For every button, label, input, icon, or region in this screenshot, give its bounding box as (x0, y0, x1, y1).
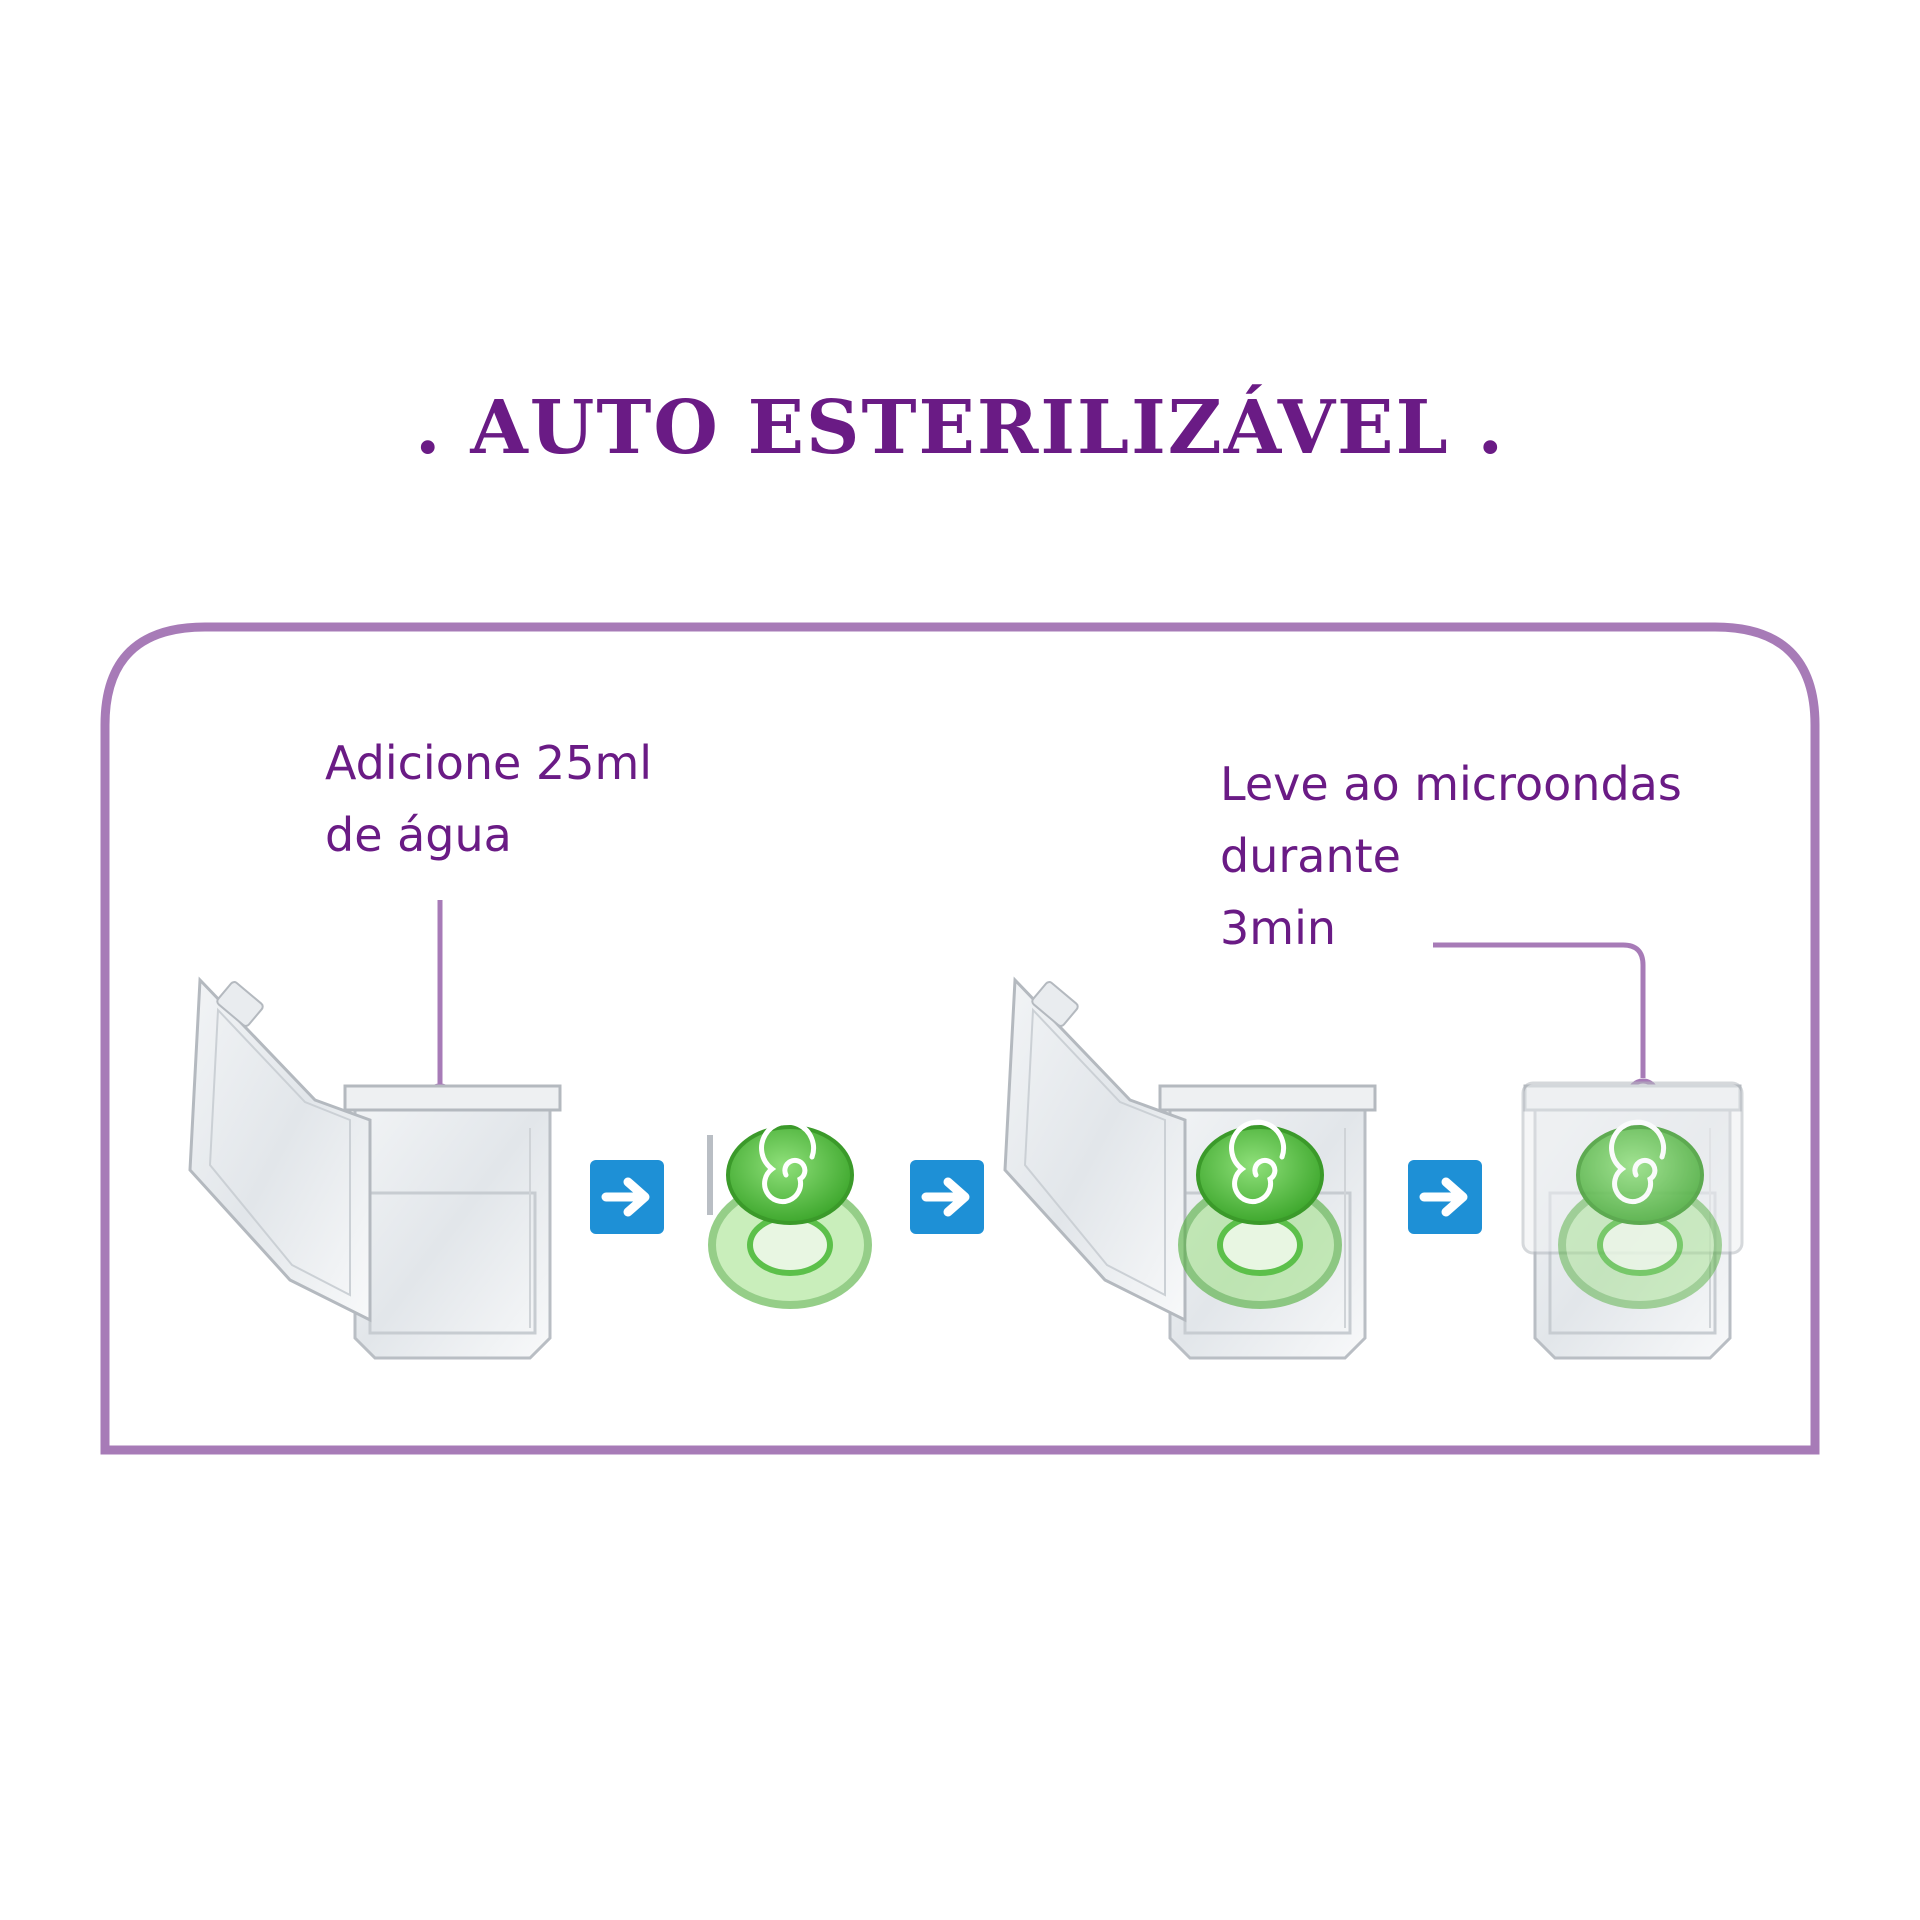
step-label-line: de água (325, 808, 512, 862)
arrow-right-icon (910, 1160, 984, 1234)
box-lid-icon (188, 978, 372, 1322)
step-label-microwave: Leve ao microondas durante 3min (1220, 748, 1682, 964)
pacifier-icon (1562, 1122, 1718, 1305)
arrow-right-icon (1408, 1160, 1482, 1234)
page-title: . AUTO ESTERILIZÁVEL . (414, 385, 1506, 471)
step-label-add-water: Adicione 25ml de água (325, 727, 652, 871)
box-lid-icon (1003, 978, 1187, 1322)
panel-border (100, 622, 1820, 1455)
pacifier-box-open-icon (343, 1084, 562, 1360)
step-label-line: durante (1220, 829, 1401, 883)
pacifier-icon (707, 1122, 868, 1305)
step-label-line: 3min (1220, 901, 1337, 955)
pacifier-icon (1182, 1122, 1338, 1305)
step-label-line: Adicione 25ml (325, 736, 653, 790)
callout-line-2 (1433, 942, 1646, 1078)
step-label-line: Leve ao microondas (1220, 757, 1682, 811)
arrow-right-icon (590, 1160, 664, 1234)
